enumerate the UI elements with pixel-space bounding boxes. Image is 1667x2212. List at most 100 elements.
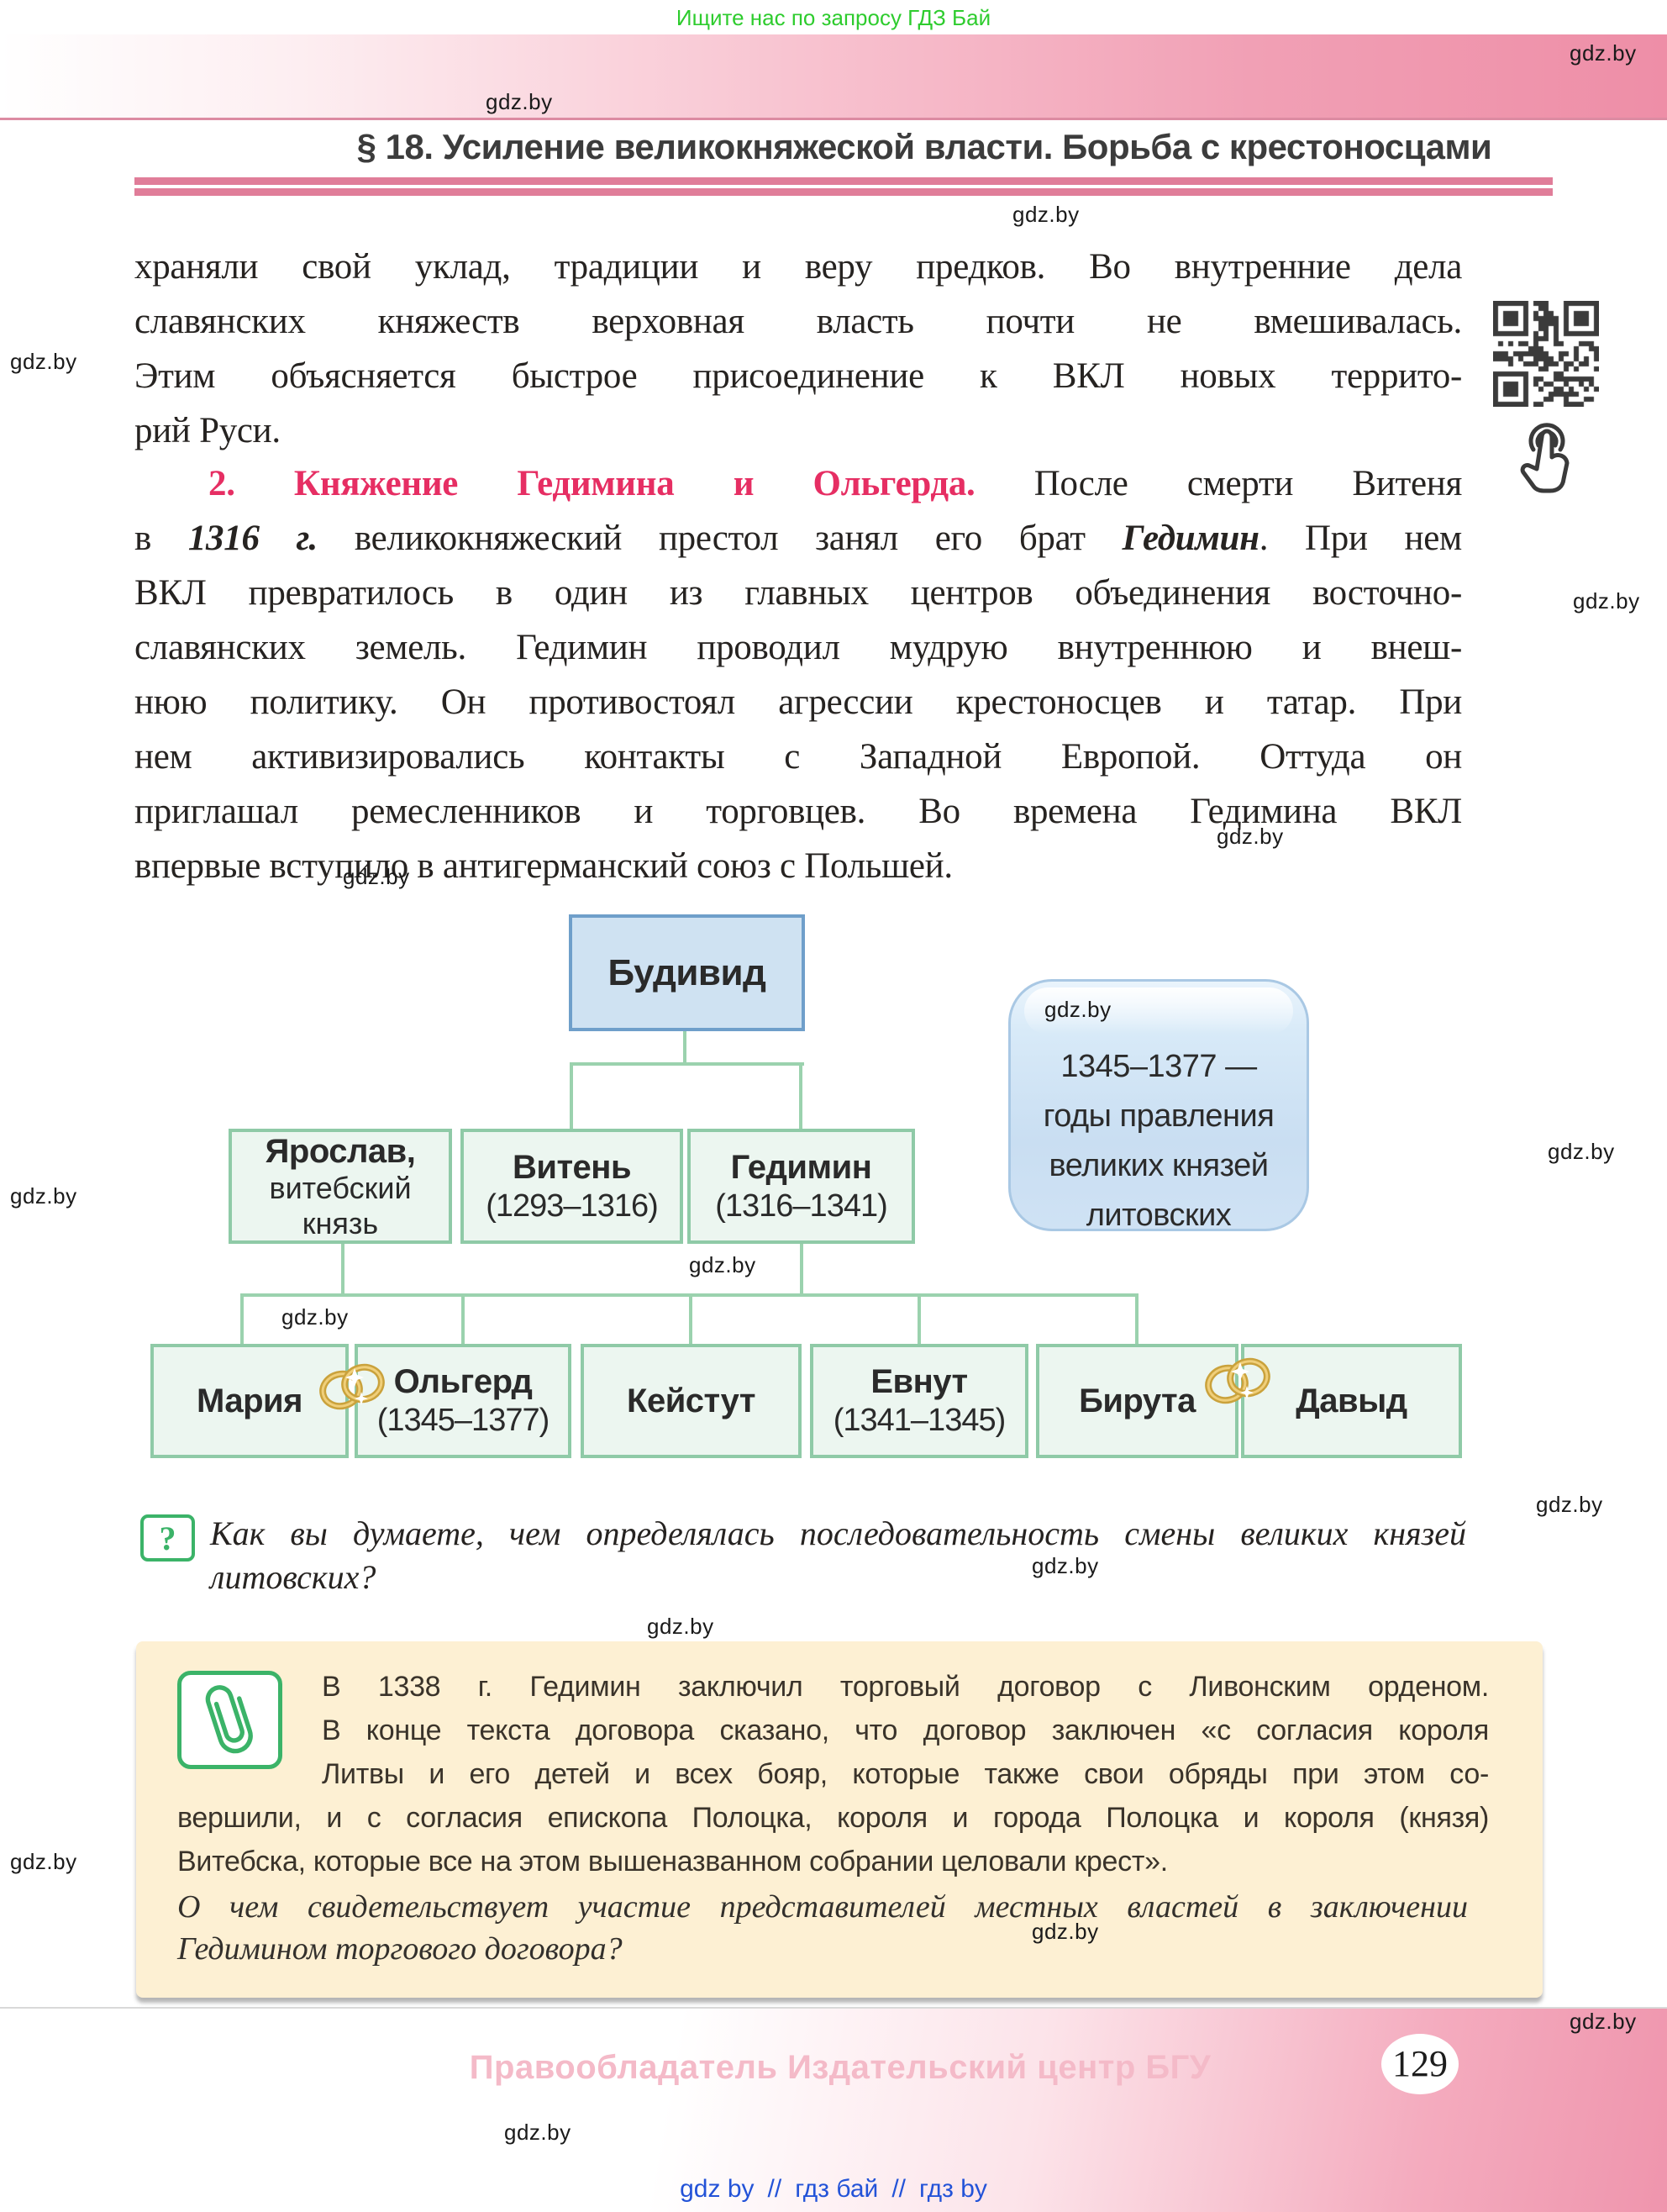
watermark: gdz.by [281,1304,349,1330]
connector-line [461,1295,465,1344]
note-line: великих князей [1049,1148,1270,1183]
node-label: Будивид [607,951,766,993]
text-line: в 1316 г. великокняжеский престол занял … [134,511,1462,566]
connector-line [689,1295,692,1344]
tree-node-olgerd: Ольгерд (1345–1377) [355,1344,571,1458]
info-line: вершили, и с согласия епископа Полоцка, … [177,1802,1489,1834]
info-question-line: О чем свидетельствует участие представит… [177,1889,1468,1925]
tree-node-yaroslav: Ярослав, витебский князь [229,1129,452,1244]
connector-line [1135,1295,1139,1344]
info-line: В конце текста договора сказано, что дог… [322,1714,1489,1746]
node-years: (1293–1316) [486,1188,659,1224]
watermark: gdz.by [10,349,77,374]
node-years: (1316–1341) [715,1188,888,1224]
note-bubble: gdz.by 1345–1377 — годы правления велики… [1008,979,1309,1233]
text-line: ВКЛ превратилось в один из главных центр… [134,573,1462,613]
note-line: годы правления [1043,1098,1275,1134]
watermark: gdz.by [1536,1492,1603,1517]
text-line: храняли свой уклад, традиции и веру пред… [134,247,1462,287]
tree-node-gedimin: Гедимин (1316–1341) [687,1129,915,1244]
connector-line [918,1295,921,1344]
text-line: славянских княжеств верховная власть поч… [134,302,1462,341]
watermark: gdz.by [486,89,553,114]
question-icon: ? [140,1514,195,1562]
node-years: (1341–1345) [833,1403,1007,1438]
node-label: Евнут [870,1363,968,1400]
text-line: нем активизировались контакты с Западной… [134,737,1462,777]
tree-node-viten: Витень (1293–1316) [460,1129,683,1244]
watermark: gdz.by [1573,588,1640,614]
watermark: gdz.by [1570,40,1637,66]
watermark: gdz.by [1032,1919,1099,1944]
node-label: Ольгерд [393,1363,533,1400]
text-line: нюю политику. Он противостоял агрессии к… [134,682,1462,722]
text-run: великокняжеский престол занял его брат [317,519,1123,558]
node-label: Гедимин [730,1148,872,1186]
wedding-rings-icon [1205,1357,1270,1404]
connector-line [683,1031,686,1066]
connector-line [570,1062,804,1066]
connector-line [800,1244,803,1295]
note-line: 1345–1377 — [1060,1049,1257,1084]
header-banner [0,34,1667,120]
watermark: gdz.by [1044,997,1112,1022]
link-separator: // [767,2175,782,2203]
note-line: литовских [1086,1198,1232,1233]
watermark: gdz.by [1012,202,1080,227]
paragraph-1: храняли свой уклад, традиции и веру пред… [134,240,1462,458]
text-line: славянских земель. Гедимин проводил мудр… [134,628,1462,667]
node-sublabel: витебский [269,1170,412,1205]
tree-node-maria: Мария [150,1344,349,1458]
node-label: Бирута [1079,1382,1196,1419]
title-rule-bottom [134,188,1553,196]
watermark: gdz.by [1217,824,1284,849]
question-line: литовских? [210,1558,376,1596]
page-title: § 18. Усиление великокняжеской власти. Б… [356,127,1492,166]
text-line: рий Руси. [134,411,281,450]
footer-link[interactable]: гдз бай [795,2175,879,2203]
node-years: (1345–1377) [376,1403,550,1438]
text-line: приглашал ремесленников и торговцев. Во … [134,792,1462,831]
tree-node-evnut: Евнут (1341–1345) [810,1344,1028,1458]
text-line: Этим объясняется быстрое присоединение к… [134,356,1462,396]
footer-link[interactable]: гдз by [919,2175,987,2203]
tree-node-keistut: Кейстут [581,1344,802,1458]
text-run: . При нем [1259,519,1463,558]
node-label: Давыд [1296,1382,1407,1419]
watermark: gdz.by [647,1614,714,1639]
connector-line [799,1064,802,1129]
watermark: gdz.by [1032,1553,1099,1578]
tree-node-biruta: Бирута [1036,1344,1238,1458]
note-text: 1345–1377 — годы правления великих князе… [1011,1042,1307,1240]
page-number: 129 [1381,2034,1459,2094]
wedding-rings-icon [319,1363,385,1410]
node-label: Мария [197,1382,302,1419]
watermark: gdz.by [343,864,410,889]
watermark: gdz.by [504,2120,571,2145]
node-label: Витень [512,1148,632,1186]
footer-link[interactable]: gdz by [680,2175,755,2203]
info-question-line: Гедимином торгового договора? [177,1931,623,1967]
footer-links: gdz by // гдз бай // гдз by [0,2175,1667,2204]
bold-date: 1316 г. [187,519,318,558]
watermark: gdz.by [10,1849,77,1874]
link-separator: // [891,2175,906,2203]
watermark: gdz.by [1570,2009,1637,2034]
info-line: Витебска, которые все на этом вышеназван… [177,1846,1168,1878]
connector-line [240,1295,244,1344]
paragraph-2: 2. Княжение Гедимина и Ольгерда. После с… [134,456,1462,893]
text-run: в [134,519,188,558]
node-sublabel: князь [302,1205,379,1240]
bold-name: Гедимин [1122,519,1259,558]
connector-line [570,1064,573,1129]
info-line: Литвы и его детей и всех бояр, которые т… [322,1758,1489,1790]
promo-text: Ищите нас по запросу ГДЗ Бай [676,5,991,30]
node-label: Ярослав, [265,1132,416,1170]
text-run: После смерти Витеня [975,464,1463,503]
copyright-text: Правообладатель Издательский центр БГУ [469,2049,1212,2086]
watermark: gdz.by [10,1183,77,1209]
tap-hand-icon [1520,423,1570,493]
question-line: Как вы думаете, чем определялась последо… [210,1514,1466,1552]
qr-code [1493,301,1599,407]
